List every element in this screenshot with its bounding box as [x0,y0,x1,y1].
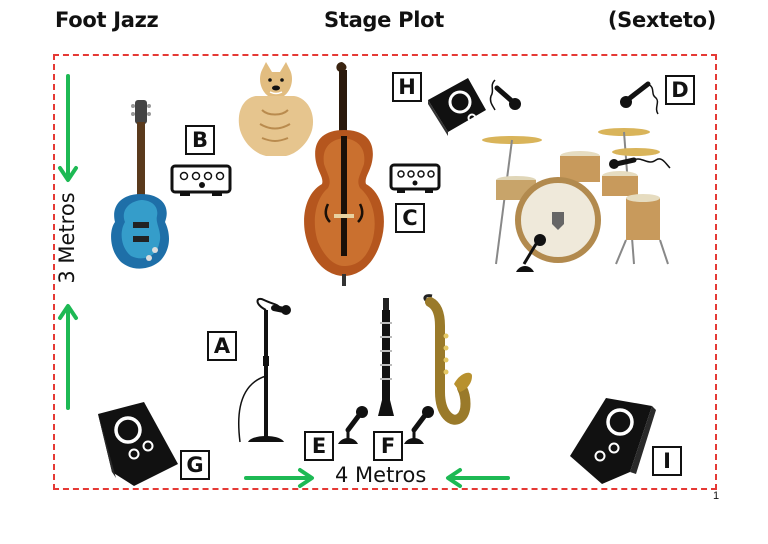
snare-mic-icon [609,157,671,169]
kick-drum-mic-icon [516,234,546,272]
label-a: A [207,331,237,361]
label-g: G [180,450,210,480]
page-number: 1 [713,490,720,502]
monitor-h-icon [428,78,486,136]
label-f: F [373,431,403,461]
label-h: H [392,72,422,102]
stage-outline [53,54,717,490]
di-box-c-icon [389,163,441,193]
ensemble-type: (Sexteto) [607,8,716,32]
di-box-b-icon [170,164,232,196]
microphone-e-icon [338,406,368,444]
label-c: C [395,203,425,233]
monitor-i-icon [570,398,656,484]
monitor-g-icon [98,402,178,486]
muscle-dog-icon [238,62,314,156]
label-b: B [185,125,215,155]
clarinet-icon [378,298,394,416]
double-bass-icon [304,62,384,286]
width-label: 4 Metros [335,463,427,487]
vocal-mic-stand-a-icon [237,298,291,443]
microphone-d-icon [620,81,659,115]
label-d: D [665,75,695,105]
saxophone-icon [423,294,472,425]
depth-arrows [58,74,78,410]
drum-kit-icon [482,128,671,272]
microphone-h-icon [489,79,521,111]
width-arrows [244,468,510,488]
page-title: Stage Plot [324,8,444,32]
label-i: I [652,446,682,476]
band-name: Foot Jazz [55,8,159,32]
microphone-f-icon [404,406,434,444]
electric-guitar-icon [111,100,169,269]
label-e: E [304,431,334,461]
